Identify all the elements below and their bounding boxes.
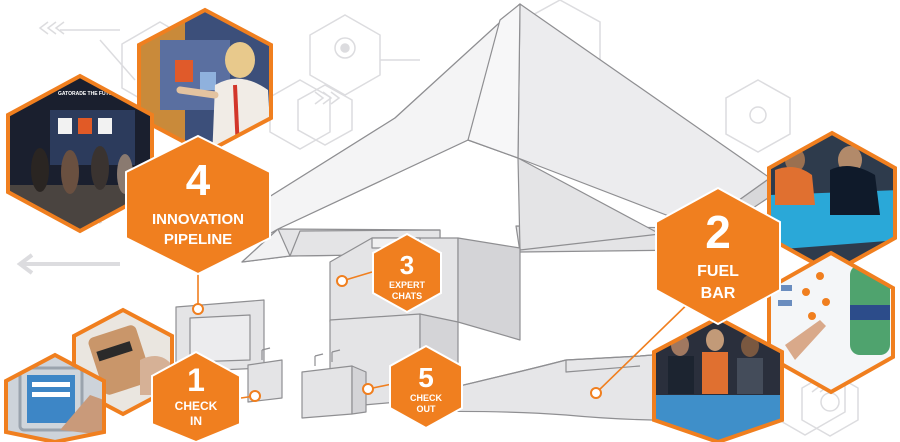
pipeline-dot <box>192 303 204 315</box>
station-4-number: 4 <box>186 156 211 205</box>
station-4-line1: INNOVATION <box>152 211 244 228</box>
station-5-line2: OUT <box>417 404 437 414</box>
photo-interactive-screen <box>137 7 273 156</box>
station-4-line2: PIPELINE <box>164 231 232 248</box>
station-3-line1: EXPERT <box>389 280 426 290</box>
station-1-check-in: 1 CHECK IN <box>151 350 241 442</box>
chats-dot <box>336 275 348 287</box>
station-3-line2: CHATS <box>392 291 422 301</box>
station-2-fuel-bar: 2 FUEL BAR <box>655 186 781 326</box>
photo-touch-interface <box>767 250 895 395</box>
station-1-line1: CHECK <box>175 399 218 413</box>
station-2-line2: BAR <box>701 285 736 302</box>
station-3-expert-chats: 3 EXPERT CHATS <box>372 232 442 314</box>
station-5-number: 5 <box>418 362 434 393</box>
station-1-line2: IN <box>190 414 202 428</box>
checkout-dot <box>362 383 374 395</box>
checkin-dot <box>249 390 261 402</box>
fuelbar-dot <box>590 387 602 399</box>
station-4-innovation-pipeline: 4 INNOVATION PIPELINE <box>125 134 271 276</box>
station-3-number: 3 <box>400 250 414 280</box>
station-1-number: 1 <box>187 362 205 398</box>
station-5-line1: CHECK <box>410 393 443 403</box>
station-2-line1: FUEL <box>697 263 739 280</box>
location-dots <box>192 275 602 402</box>
photo-touch-table <box>767 130 897 276</box>
station-5-check-out: 5 CHECK OUT <box>389 344 463 430</box>
station-2-number: 2 <box>705 206 731 258</box>
photo-fuel-bar-crowd <box>652 315 784 442</box>
wall-sign-text: GATORADE THE FUTURE OF SPORTS FUEL <box>58 91 164 97</box>
